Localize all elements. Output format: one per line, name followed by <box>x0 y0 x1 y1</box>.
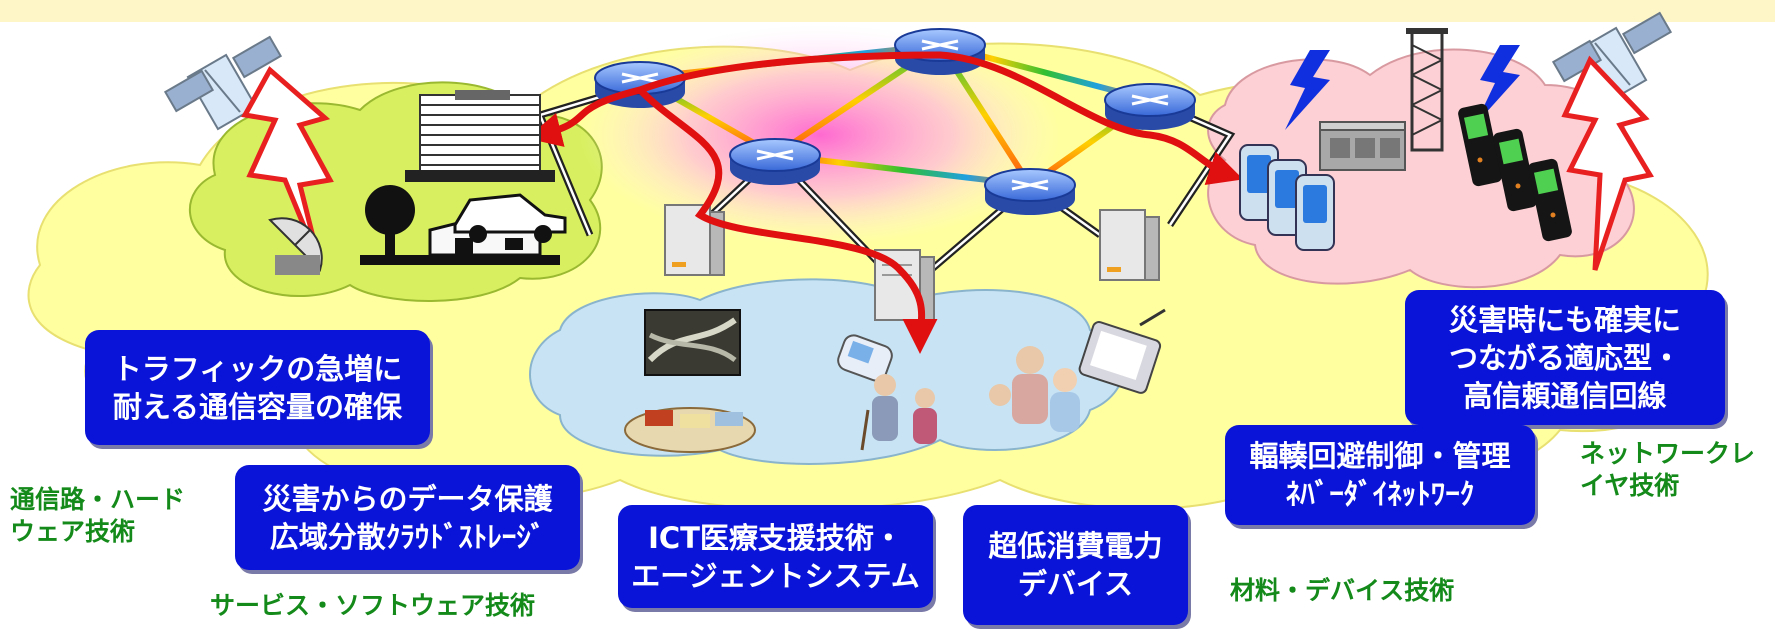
building-icon <box>405 90 555 182</box>
route-arrows <box>526 51 1244 354</box>
reliable-line-line-3: 高信頼通信回線 <box>1463 378 1667 413</box>
car-icon <box>453 193 567 243</box>
network-layer-tech-line-2: イヤ技術 <box>1580 471 1680 500</box>
router-icon <box>729 138 821 185</box>
data-protection-box: 災害からのデータ保護 広域分散ｸﾗｳﾄﾞｽﾄﾚｰｼﾞ <box>235 465 580 570</box>
traffic-capacity-box: トラフィックの急増に 耐える通信容量の確保 <box>85 330 430 445</box>
hardware-tech-line-1: 通信路・ハード <box>10 485 186 514</box>
ict-medical-line-1: ICT医療支援技術・ <box>648 520 903 555</box>
material-device-tech-label: 材料・デバイス技術 <box>1230 575 1454 607</box>
service-software-tech-label: サービス・ソフトウェア技術 <box>210 590 535 622</box>
elderly-couple-icon <box>860 374 937 451</box>
service-software-tech-text: サービス・ソフトウェア技術 <box>210 591 536 620</box>
hardware-tech-line-2: ウェア技術 <box>10 517 136 546</box>
tablet-icon <box>1078 308 1166 394</box>
family-icon <box>989 346 1080 432</box>
reliable-line-line-2: つながる適応型・ <box>1448 340 1681 375</box>
lightning-bolt-icon <box>1561 55 1654 271</box>
pda-device-icon <box>1239 144 1335 251</box>
material-device-tech-text: 材料・デバイス技術 <box>1230 576 1455 605</box>
traffic-capacity-line-1: トラフィックの急増に <box>112 351 403 386</box>
top-band <box>0 0 1775 22</box>
router-icon <box>1104 83 1196 130</box>
highway-photo <box>644 309 741 376</box>
low-power-device-line-2: デバイス <box>1017 567 1134 601</box>
network-layer-tech-label: ネットワークレ イヤ技術 <box>1580 438 1755 502</box>
data-protection-line-2: 広域分散ｸﾗｳﾄﾞｽﾄﾚｰｼﾞ <box>269 519 546 554</box>
ict-medical-line-2: エージェントシステム <box>631 558 920 593</box>
congestion-control-box: 輻輳回避制御・管理 ﾈﾊﾞｰﾀﾞｲﾈｯﾄﾜｰｸ <box>1225 425 1535 525</box>
satellite-dish-icon <box>268 217 323 275</box>
low-power-device-box: 超低消費電力 デバイス <box>963 505 1188 625</box>
satellite-icon <box>1551 11 1673 104</box>
radio-wave-icon <box>1475 45 1520 125</box>
network-core-glow <box>580 25 1060 245</box>
reliable-line-line-1: 災害時にも確実に <box>1448 302 1681 337</box>
reliable-line-box: 災害時にも確実に つながる適応型・ 高信頼通信回線 <box>1405 290 1725 425</box>
base-station-icon <box>1319 121 1406 171</box>
satellite-icon <box>163 35 283 131</box>
router-icon <box>984 168 1076 215</box>
mobile-phone-icon <box>837 334 893 382</box>
network-layer-tech-line-1: ネットワークレ <box>1580 439 1756 468</box>
food-plate-icon <box>624 407 756 453</box>
ict-medical-box: ICT医療支援技術・ エージェントシステム <box>618 505 933 608</box>
mobile-phone-icon <box>1458 103 1572 242</box>
radio-wave-icon <box>1285 50 1330 130</box>
hardware-tech-label: 通信路・ハード ウェア技術 <box>10 484 185 548</box>
low-power-device-line-1: 超低消費電力 <box>988 529 1163 563</box>
traffic-capacity-line-2: 耐える通信容量の確保 <box>112 389 403 424</box>
congestion-control-line-1: 輻輳回避制御・管理 <box>1249 439 1511 473</box>
congestion-control-line-2: ﾈﾊﾞｰﾀﾞｲﾈｯﾄﾜｰｸ <box>1285 477 1475 511</box>
server-icon <box>1099 209 1160 281</box>
data-protection-line-1: 災害からのデータ保護 <box>262 481 553 516</box>
radio-tower-icon <box>1406 28 1448 152</box>
tree-icon <box>365 185 415 265</box>
server-icon <box>664 204 725 276</box>
